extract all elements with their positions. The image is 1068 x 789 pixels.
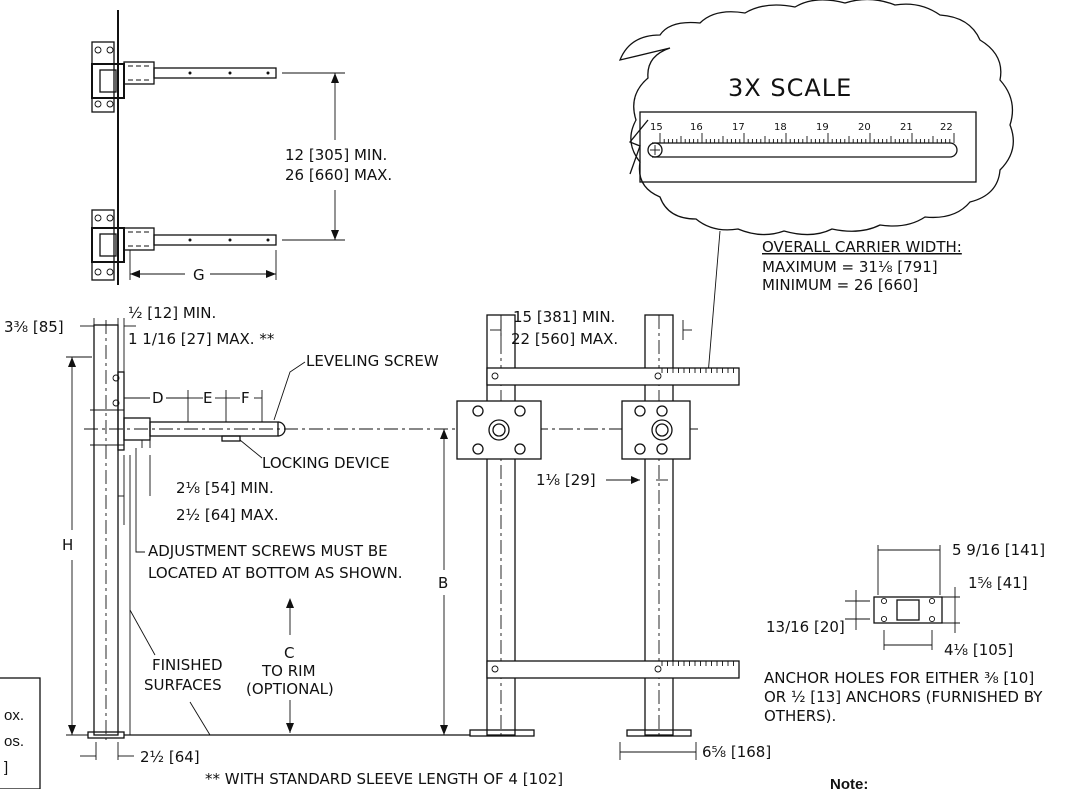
finished-surfaces-line1: FINISHED [152, 656, 223, 674]
scale-tick-18: 18 [774, 122, 787, 133]
g-dimension-label: G [193, 266, 205, 284]
leveling-screw-label: LEVELING SCREW [306, 352, 439, 370]
d-dimension-label: D [152, 389, 164, 407]
scale-tick-22: 22 [940, 122, 953, 133]
carrier-width-heading: OVERALL CARRIER WIDTH: [762, 238, 962, 256]
top-spacing-max-label: 26 [660] MAX. [285, 166, 392, 184]
scale-tick-17: 17 [732, 122, 745, 133]
sleeve-footnote: ** WITH STANDARD SLEEVE LENGTH OF 4 [102… [205, 770, 563, 788]
optional-label: (OPTIONAL) [246, 680, 334, 698]
gap-max-label: 1 1/16 [27] MAX. ** [128, 330, 275, 348]
anchor-plate-width-label: 5 9/16 [141] [952, 541, 1045, 559]
h-dimension-label: H [62, 536, 73, 554]
arm-max-label: 2½ [64] MAX. [176, 506, 279, 524]
cloud-leader-line [707, 230, 721, 376]
span-min-label: 15 [381] MIN. [513, 308, 615, 326]
side-view [66, 318, 700, 760]
e-dimension-label: E [203, 389, 212, 407]
partial-note-line2: os. [4, 733, 24, 750]
scale-tick-20: 20 [858, 122, 871, 133]
partial-note-line1: ox. [4, 707, 24, 724]
post-width-label: 3⅜ [85] [4, 318, 64, 336]
scale-title: 3X SCALE [728, 74, 852, 102]
carrier-width-minimum: MINIMUM = 26 [660] [762, 276, 918, 294]
adjustment-note-line1: ADJUSTMENT SCREWS MUST BE [148, 542, 388, 560]
anchor-plate-height-label: 1⅝ [41] [968, 574, 1028, 592]
anchor-hole-offset-label: 13/16 [20] [766, 618, 845, 636]
base-plate-label: 6⅝ [168] [702, 743, 771, 761]
scale-tick-15: 15 [650, 122, 663, 133]
carrier-width-maximum: MAXIMUM = 31⅛ [791] [762, 258, 938, 276]
note-heading: Note: [830, 776, 868, 789]
c-dimension-label: C [284, 644, 294, 662]
anchor-note-line1: ANCHOR HOLES FOR EITHER ⅜ [10] [764, 669, 1034, 687]
span-max-label: 22 [560] MAX. [511, 330, 618, 348]
top-plan-view [91, 10, 345, 285]
locking-device-label: LOCKING DEVICE [262, 454, 390, 472]
scale-tick-21: 21 [900, 122, 913, 133]
b-dimension-label: B [438, 574, 448, 592]
base-width-label: 2½ [64] [140, 748, 200, 766]
anchor-note-line3: OTHERS). [764, 707, 836, 725]
partial-note-box [0, 677, 41, 789]
scale-tick-16: 16 [690, 122, 703, 133]
partial-note-line3: ] [4, 759, 8, 776]
adjustment-note-line2: LOCATED AT BOTTOM AS SHOWN. [148, 564, 403, 582]
tube-size-label: 1⅛ [29] [536, 471, 596, 489]
f-dimension-label: F [241, 389, 250, 407]
to-rim-label: TO RIM [261, 662, 316, 680]
anchor-plate-detail [845, 545, 960, 650]
scale-callout-cloud [618, 0, 1014, 236]
scale-ruler [628, 111, 977, 183]
anchor-note-line2: OR ½ [13] ANCHORS (FURNISHED BY [764, 688, 1043, 706]
finished-surfaces-line2: SURFACES [144, 676, 222, 694]
front-view [456, 314, 740, 760]
scale-tick-19: 19 [816, 122, 829, 133]
anchor-hole-spacing-label: 4⅛ [105] [944, 641, 1013, 659]
top-spacing-min-label: 12 [305] MIN. [285, 146, 387, 164]
arm-min-label: 2⅛ [54] MIN. [176, 479, 274, 497]
gap-min-label: ½ [12] MIN. [128, 304, 216, 322]
